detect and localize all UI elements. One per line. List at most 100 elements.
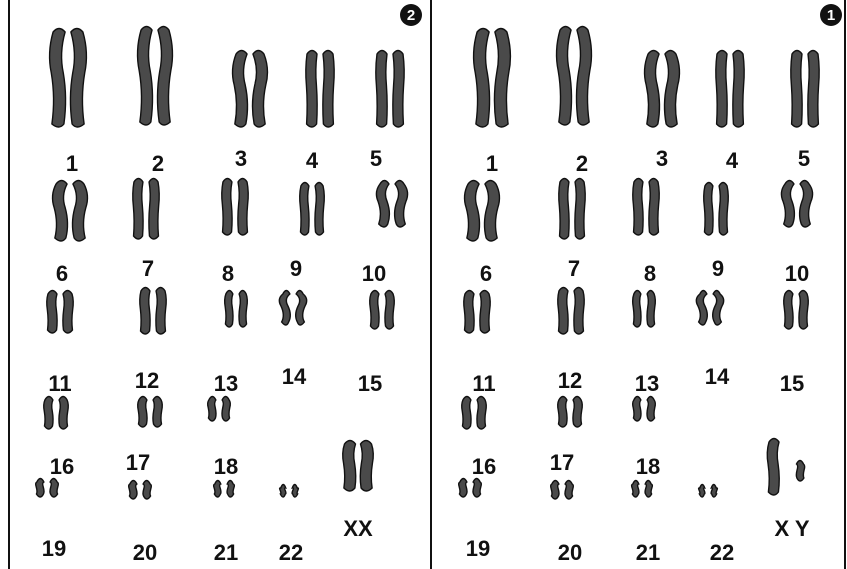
female-chromosome-9-a xyxy=(300,183,309,236)
female-label-10: 10 xyxy=(362,261,386,287)
male-chromosome-11-b xyxy=(480,291,490,334)
female-chromosome-18-a xyxy=(208,397,216,422)
female-chromosome-12-b xyxy=(156,288,166,335)
female-label-11: 11 xyxy=(48,371,71,397)
female-chromosome-4-a xyxy=(306,51,317,128)
male-chromosome-3-a xyxy=(645,51,660,128)
male-chromosome-1-b xyxy=(494,29,510,128)
female-chromosome-15-a xyxy=(370,291,379,330)
male-label-16: 16 xyxy=(472,454,496,480)
male-label-18: 18 xyxy=(636,454,660,480)
male-sex-label: X Y xyxy=(774,516,809,542)
male-chromosome-17-a xyxy=(558,397,567,428)
female-sex-label: XX xyxy=(343,516,372,542)
female-chromosome-x-a xyxy=(343,441,356,492)
male-label-2: 2 xyxy=(576,151,588,177)
male-chromosome-16-b xyxy=(477,397,486,430)
male-chromosome-20-a xyxy=(551,481,559,500)
female-chromosome-19-a xyxy=(36,479,44,498)
female-chromosome-10-a xyxy=(376,181,389,228)
male-chromosome-19-a xyxy=(459,479,467,498)
male-chromosome-7-a xyxy=(559,179,569,240)
male-label-1: 1 xyxy=(486,151,498,177)
male-label-15: 15 xyxy=(780,371,804,397)
panel-badge-2: 2 xyxy=(400,4,422,26)
male-chromosome-11-a xyxy=(464,291,474,334)
female-label-22: 22 xyxy=(279,540,303,566)
male-chromosome-y xyxy=(796,461,804,482)
male-label-13: 13 xyxy=(635,371,659,397)
male-chromosome-5-b xyxy=(808,51,819,128)
male-label-7: 7 xyxy=(568,256,580,282)
female-label-14: 14 xyxy=(282,364,306,390)
female-label-13: 13 xyxy=(214,371,238,397)
female-chromosome-3-a xyxy=(233,51,248,128)
female-chromosome-8-b xyxy=(238,179,248,236)
male-label-22: 22 xyxy=(710,540,734,566)
female-label-18: 18 xyxy=(214,454,238,480)
male-label-9: 9 xyxy=(712,256,724,282)
karyotype-panel-male: 1 12345678910111213141516171819202122X Y xyxy=(432,0,847,569)
male-chromosome-18-a xyxy=(633,397,641,422)
female-label-4: 4 xyxy=(306,148,318,174)
female-chromosome-14-a xyxy=(279,291,290,326)
male-chromosome-22-a xyxy=(699,485,705,498)
male-chromosome-14-a xyxy=(696,291,707,326)
male-label-21: 21 xyxy=(636,540,660,566)
male-chromosome-8-a xyxy=(633,179,643,236)
female-chromosome-13-a xyxy=(225,291,233,328)
female-chromosome-6-b xyxy=(72,181,87,242)
female-chromosome-17-a xyxy=(138,397,147,428)
female-chromosome-11-b xyxy=(63,291,73,334)
female-label-16: 16 xyxy=(50,454,74,480)
female-chromosome-5-a xyxy=(376,51,387,128)
male-chromosome-14-b xyxy=(713,291,724,326)
male-label-17: 17 xyxy=(550,450,574,476)
female-chromosome-11-a xyxy=(47,291,57,334)
female-label-5: 5 xyxy=(370,146,382,172)
male-chromosome-7-b xyxy=(575,179,585,240)
female-chromosome-2-b xyxy=(157,27,172,126)
female-label-20: 20 xyxy=(133,540,157,566)
female-chromosome-17-b xyxy=(153,397,162,428)
male-chromosome-x xyxy=(767,439,779,496)
male-chromosome-2-a xyxy=(557,27,572,126)
panel-badge-1: 1 xyxy=(820,4,842,26)
female-chromosome-3-b xyxy=(252,51,267,128)
male-chromosome-18-b xyxy=(647,397,655,422)
female-chromosome-18-b xyxy=(222,397,230,422)
female-chromosome-21-b xyxy=(227,481,234,498)
male-label-10: 10 xyxy=(785,261,809,287)
female-chromosome-7-a xyxy=(133,179,143,240)
male-chromosome-5-a xyxy=(791,51,802,128)
male-chromosome-4-b xyxy=(733,51,744,128)
male-chromosome-13-b xyxy=(647,291,655,328)
female-label-7: 7 xyxy=(142,256,154,282)
female-chromosome-6-a xyxy=(53,181,68,242)
female-label-2: 2 xyxy=(152,151,164,177)
karyotype-panel-female: 2 12345678910111213141516171819202122XX xyxy=(0,0,432,569)
female-chromosome-8-a xyxy=(222,179,232,236)
female-chromosome-19-b xyxy=(50,479,58,498)
male-chromosome-8-b xyxy=(649,179,659,236)
male-chromosome-15-b xyxy=(799,291,808,330)
female-chromosome-5-b xyxy=(393,51,404,128)
male-label-19: 19 xyxy=(466,536,490,562)
male-chromosome-6-b xyxy=(484,181,499,242)
female-label-1: 1 xyxy=(66,151,78,177)
female-label-21: 21 xyxy=(214,540,238,566)
female-chromosome-4-b xyxy=(323,51,334,128)
female-chromosome-20-a xyxy=(129,481,137,500)
male-chromosome-15-a xyxy=(784,291,793,330)
male-chromosome-9-a xyxy=(704,183,713,236)
male-label-4: 4 xyxy=(726,148,738,174)
female-chromosome-9-b xyxy=(315,183,324,236)
male-chromosome-17-b xyxy=(573,397,582,428)
male-chromosome-1-a xyxy=(474,29,490,128)
female-chromosome-22-b xyxy=(292,485,298,498)
male-chromosome-10-a xyxy=(781,181,794,228)
female-chromosome-10-b xyxy=(395,181,408,228)
female-label-3: 3 xyxy=(235,146,247,172)
female-chromosome-15-b xyxy=(385,291,394,330)
male-chromosome-3-b xyxy=(664,51,679,128)
